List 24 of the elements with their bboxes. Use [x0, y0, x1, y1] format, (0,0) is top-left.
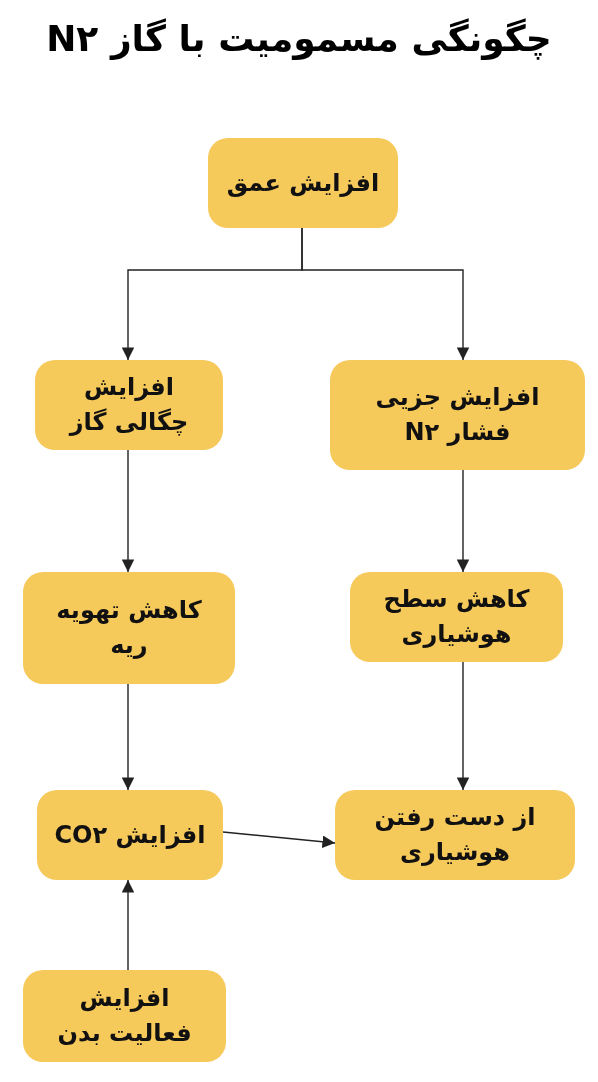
arrow	[456, 661, 470, 791]
arrow	[121, 227, 303, 361]
process-box	[335, 790, 575, 880]
process-box	[330, 360, 585, 470]
title: چگونگی مسمومیت با گاز N۲	[45, 18, 553, 59]
process-box	[23, 970, 226, 1062]
process-box	[37, 790, 223, 880]
box-label: از دست رفتن هوشیاری	[373, 802, 537, 868]
box-label: افزایش جزیی فشار N۲	[374, 382, 541, 448]
process-box	[23, 572, 235, 684]
box-label: کاهش تهویه ریه	[55, 595, 203, 661]
arrow	[121, 449, 135, 573]
arrow	[121, 879, 135, 971]
arrow	[222, 831, 336, 849]
box-label: افزایش چگالی گاز	[67, 372, 190, 438]
box-label: کاهش سطح هوشیاری	[382, 584, 531, 650]
process-box	[35, 360, 223, 450]
process-box	[350, 572, 563, 662]
process-box	[208, 138, 398, 228]
arrow	[121, 683, 135, 791]
box-label: افزایش عمق	[226, 167, 380, 199]
arrow	[456, 469, 470, 573]
box-label: افزایش فعالیت بدن	[56, 983, 193, 1049]
box-label: افزایش CO۲	[54, 819, 206, 851]
